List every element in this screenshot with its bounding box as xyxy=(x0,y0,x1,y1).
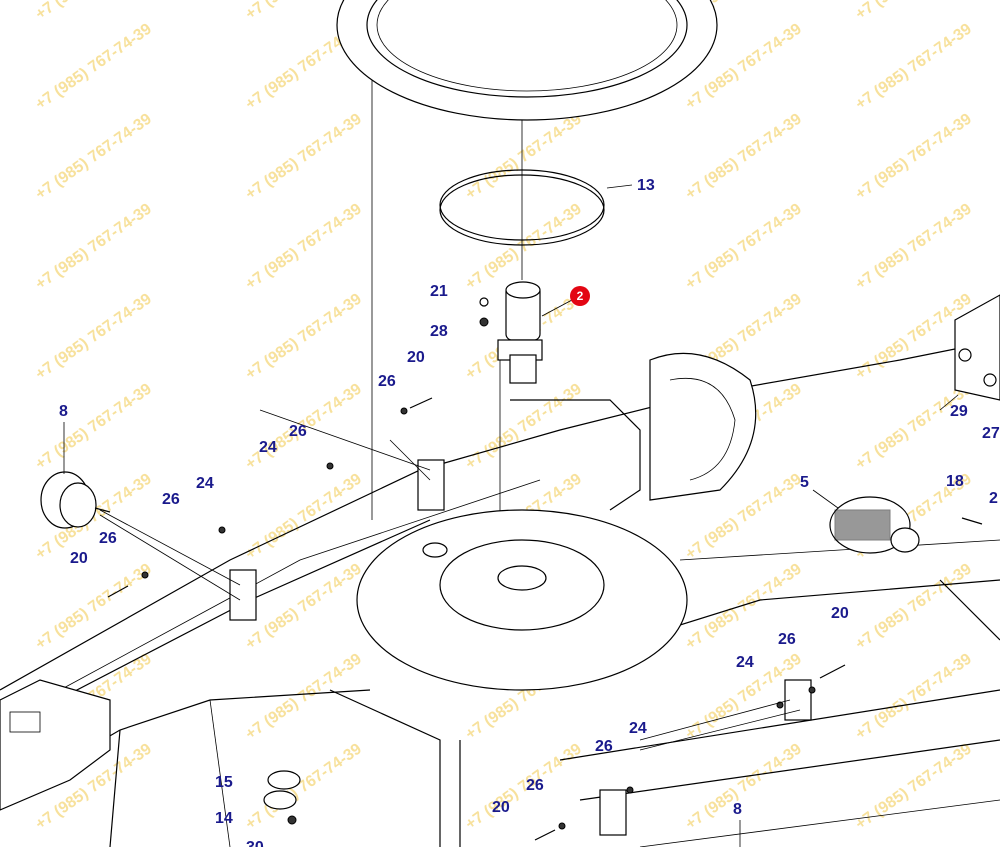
callout-26: 26 xyxy=(99,530,117,547)
watermark-text: +7 (985) 767-74-39 xyxy=(683,200,805,293)
watermark-text: +7 (985) 767-74-39 xyxy=(33,200,155,293)
travel-motor-left xyxy=(40,471,111,529)
callout-24: 24 xyxy=(196,475,214,492)
slewing-ring-bottom xyxy=(356,509,688,691)
watermark-text: +7 (985) 767-74-39 xyxy=(33,110,155,203)
callout-26: 26 xyxy=(378,373,396,390)
callout-24: 24 xyxy=(736,654,754,671)
callout-20: 20 xyxy=(407,349,425,366)
watermark-text: +7 (985) 767-74-39 xyxy=(853,200,975,293)
callout-18: 18 xyxy=(946,473,964,490)
watermark-text: +7 (985) 767-74-39 xyxy=(853,20,975,113)
highlighted-callout[interactable]: 2 xyxy=(570,286,590,306)
callout-2: 2 xyxy=(989,490,998,507)
callout-24: 24 xyxy=(629,720,647,737)
watermark-text: +7 (985) 767-74-39 xyxy=(853,110,975,203)
watermark-text: +7 (985) 767-74-39 xyxy=(243,470,365,563)
callout-26: 26 xyxy=(289,423,307,440)
frame-end-left xyxy=(0,679,111,811)
callout-27: 27 xyxy=(982,425,1000,442)
boom-bracket xyxy=(649,352,757,501)
callout-26: 26 xyxy=(595,738,613,755)
callout-30: 30 xyxy=(246,839,264,847)
watermark-text: +7 (985) 767-74-39 xyxy=(243,200,365,293)
watermark-text: +7 (985) 767-74-39 xyxy=(33,380,155,473)
leader-lines xyxy=(63,184,959,847)
callout-26: 26 xyxy=(162,491,180,508)
slewing-ring-top xyxy=(336,0,718,121)
plate-right xyxy=(954,294,1000,401)
highlight-marker xyxy=(570,286,590,306)
watermark-text: +7 (985) 767-74-39 xyxy=(463,110,585,203)
watermark-text: +7 (985) 767-74-39 xyxy=(243,290,365,383)
callout-20: 20 xyxy=(831,605,849,622)
brackets xyxy=(229,459,812,836)
callout-29: 29 xyxy=(950,403,968,420)
watermark-text: +7 (985) 767-74-39 xyxy=(33,290,155,383)
watermark-text: +7 (985) 767-74-39 xyxy=(463,740,585,833)
motor-right xyxy=(829,496,920,554)
callout-8: 8 xyxy=(59,403,68,420)
watermark-text: +7 (985) 767-74-39 xyxy=(853,560,975,653)
callout-20: 20 xyxy=(70,550,88,567)
callout-28: 28 xyxy=(430,323,448,340)
callout-26: 26 xyxy=(778,631,796,648)
flange xyxy=(263,770,301,825)
watermark-text: +7 (985) 767-74-39 xyxy=(853,0,975,23)
watermark-text: +7 (985) 767-74-39 xyxy=(683,110,805,203)
watermark-layer: +7 (985) 767-74-39+7 (985) 767-74-39+7 (… xyxy=(33,0,975,833)
screws xyxy=(107,397,983,841)
highlight-label: 2 xyxy=(577,289,584,303)
callout-13: 13 xyxy=(637,177,655,194)
watermark-text: +7 (985) 767-74-39 xyxy=(243,110,365,203)
watermark-text: +7 (985) 767-74-39 xyxy=(33,560,155,653)
main-frame xyxy=(0,339,1000,847)
callout-15: 15 xyxy=(215,774,233,791)
watermark-text: +7 (985) 767-74-39 xyxy=(243,560,365,653)
callout-14: 14 xyxy=(215,810,233,827)
watermark-text: +7 (985) 767-74-39 xyxy=(243,740,365,833)
callout-20: 20 xyxy=(492,799,510,816)
callout-8: 8 xyxy=(733,801,742,818)
callout-24: 24 xyxy=(259,439,277,456)
callouts: 13 21 28 20 26 8 26 24 24 26 20 26 29 27… xyxy=(59,177,1000,847)
watermark-text: +7 (985) 767-74-39 xyxy=(33,0,155,23)
watermark-text: +7 (985) 767-74-39 xyxy=(33,20,155,113)
watermark-text: +7 (985) 767-74-39 xyxy=(853,740,975,833)
watermark-text: +7 (985) 767-74-39 xyxy=(463,380,585,473)
center-swivel-joint xyxy=(497,281,543,384)
watermark-text: +7 (985) 767-74-39 xyxy=(683,740,805,833)
watermark-text: +7 (985) 767-74-39 xyxy=(853,380,975,473)
watermark-text: +7 (985) 767-74-39 xyxy=(463,200,585,293)
callout-21: 21 xyxy=(430,283,448,300)
callout-5: 5 xyxy=(800,474,809,491)
callout-26: 26 xyxy=(526,777,544,794)
